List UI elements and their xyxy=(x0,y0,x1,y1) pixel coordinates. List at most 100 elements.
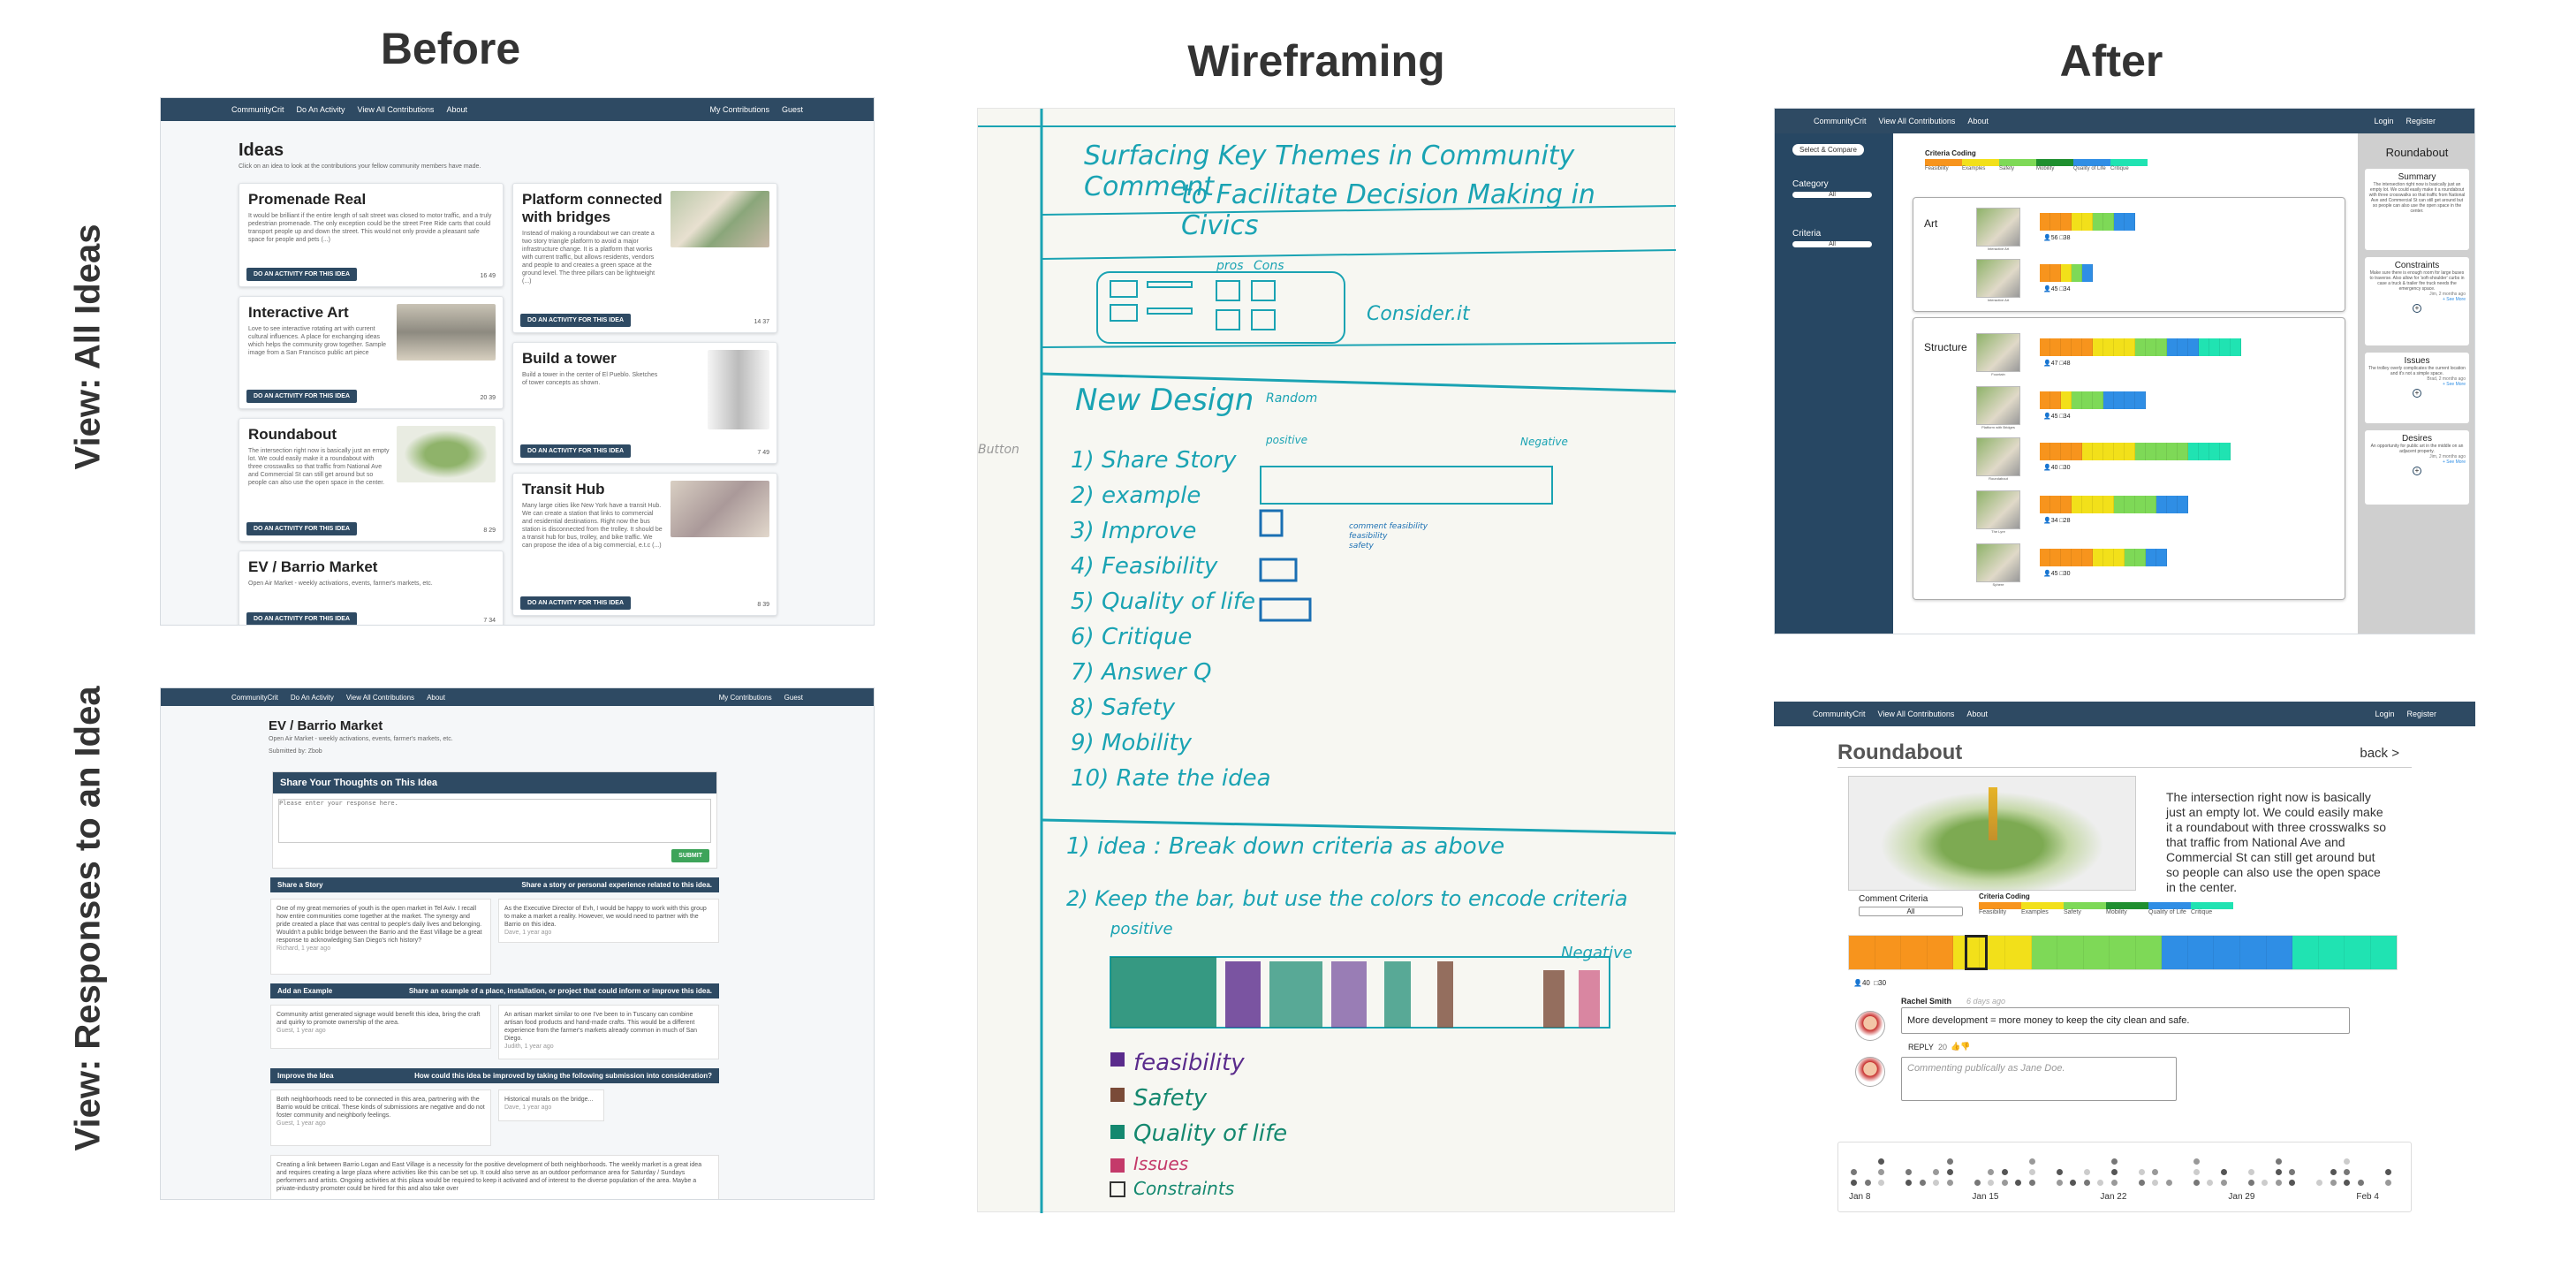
criteria-segment[interactable] xyxy=(2005,936,2032,969)
timeline-dot[interactable] xyxy=(1878,1158,1884,1165)
nav-do-activity[interactable]: Do An Activity xyxy=(290,693,334,702)
add-icon[interactable]: + xyxy=(2413,467,2421,475)
back-link[interactable]: back > xyxy=(2360,746,2399,761)
timeline-dot[interactable] xyxy=(2138,1169,2145,1175)
criteria-segment[interactable] xyxy=(2135,936,2163,969)
thumbs-icon[interactable]: 👍👎 xyxy=(1951,1042,1971,1051)
criteria-segment[interactable] xyxy=(2057,936,2084,969)
idea-card[interactable]: Interactive Art Love to see interactive … xyxy=(239,296,504,409)
timeline-dot[interactable] xyxy=(2344,1180,2350,1186)
criteria-bar[interactable] xyxy=(2040,213,2135,231)
criteria-segment[interactable] xyxy=(1979,936,2006,969)
activity-button[interactable]: DO AN ACTIVITY FOR THIS IDEA xyxy=(246,612,358,625)
timeline-dot[interactable] xyxy=(2193,1169,2200,1175)
activity-button[interactable]: DO AN ACTIVITY FOR THIS IDEA xyxy=(520,596,632,610)
idea-card[interactable]: Build a tower Build a tower in the cente… xyxy=(512,342,777,464)
timeline-dot[interactable] xyxy=(1946,1180,1953,1186)
nav-login[interactable]: Login xyxy=(2375,710,2395,718)
timeline-dot[interactable] xyxy=(1988,1180,1994,1186)
criteria-segment[interactable] xyxy=(2083,936,2110,969)
timeline-dot[interactable] xyxy=(2056,1180,2063,1186)
brand-link[interactable]: CommunityCrit xyxy=(231,105,284,114)
timeline-dot[interactable] xyxy=(2247,1180,2254,1186)
timeline-dot[interactable] xyxy=(2056,1169,2063,1175)
timeline-dot[interactable] xyxy=(1878,1180,1884,1186)
nav-view-all[interactable]: View All Contributions xyxy=(1878,117,1956,125)
timeline-dot[interactable] xyxy=(2152,1169,2158,1175)
timeline-dot[interactable] xyxy=(2262,1180,2268,1186)
brand-link[interactable]: CommunityCrit xyxy=(1813,710,1866,718)
idea-thumbnail[interactable] xyxy=(1976,208,2020,247)
timeline-dot[interactable] xyxy=(2138,1180,2145,1186)
nav-view-all[interactable]: View All Contributions xyxy=(1877,710,1955,718)
timeline-dot[interactable] xyxy=(2289,1169,2295,1175)
idea-thumbnail[interactable] xyxy=(1976,386,2020,425)
idea-thumbnail[interactable] xyxy=(1976,490,2020,529)
timeline-dot[interactable] xyxy=(2384,1180,2391,1186)
criteria-segment[interactable] xyxy=(2239,936,2267,969)
comment-input[interactable]: Commenting publically as Jane Doe. xyxy=(1901,1057,2177,1101)
timeline-dot[interactable] xyxy=(2193,1180,2200,1186)
timeline-dot[interactable] xyxy=(1933,1180,1939,1186)
timeline-dot[interactable] xyxy=(2344,1158,2350,1165)
nav-my-contributions[interactable]: My Contributions xyxy=(718,693,772,702)
timeline-dot[interactable] xyxy=(2384,1169,2391,1175)
selected-segment[interactable] xyxy=(1965,935,1988,970)
timeline-dot[interactable] xyxy=(1905,1180,1912,1186)
activity-button[interactable]: DO AN ACTIVITY FOR THIS IDEA xyxy=(520,314,632,327)
timeline-dot[interactable] xyxy=(2275,1180,2282,1186)
criteria-bar[interactable] xyxy=(2040,391,2146,409)
idea-card[interactable]: EV / Barrio Market Open Air Market - wee… xyxy=(239,550,504,625)
activity-button[interactable]: DO AN ACTIVITY FOR THIS IDEA xyxy=(520,444,632,458)
idea-card[interactable]: Roundabout The intersection right now is… xyxy=(239,418,504,542)
timeline-dot[interactable] xyxy=(2001,1180,2008,1186)
nav-guest[interactable]: Guest xyxy=(784,693,803,702)
criteria-segment[interactable] xyxy=(2214,936,2240,969)
criteria-bar[interactable] xyxy=(2040,549,2167,566)
timeline-dot[interactable] xyxy=(1988,1169,1994,1175)
criteria-segment[interactable] xyxy=(2110,936,2136,969)
timeline-dot[interactable] xyxy=(2015,1180,2021,1186)
timeline-dot[interactable] xyxy=(2344,1169,2350,1175)
criteria-bar[interactable] xyxy=(2040,338,2241,356)
idea-card[interactable]: Transit Hub Many large cities like New Y… xyxy=(512,473,777,616)
criteria-bar[interactable] xyxy=(2040,496,2188,513)
nav-register[interactable]: Register xyxy=(2406,117,2436,125)
criteria-segment[interactable] xyxy=(2266,936,2293,969)
timeline-dot[interactable] xyxy=(1851,1169,1857,1175)
criteria-bar[interactable] xyxy=(1848,935,2398,970)
nav-view-all[interactable]: View All Contributions xyxy=(357,105,435,114)
timeline-dot[interactable] xyxy=(2028,1169,2035,1175)
activity-button[interactable]: DO AN ACTIVITY FOR THIS IDEA xyxy=(246,390,358,403)
criteria-segment[interactable] xyxy=(1875,936,1902,969)
idea-card[interactable]: Platform connected with bridges Instead … xyxy=(512,183,777,333)
timeline-dot[interactable] xyxy=(2330,1180,2337,1186)
timeline-dot[interactable] xyxy=(2247,1169,2254,1175)
criteria-segment[interactable] xyxy=(1849,936,1875,969)
nav-guest[interactable]: Guest xyxy=(781,105,803,114)
activity-button[interactable]: DO AN ACTIVITY FOR THIS IDEA xyxy=(246,268,358,281)
category-select[interactable]: All xyxy=(1792,192,1872,198)
timeline-dot[interactable] xyxy=(2220,1180,2227,1186)
criteria-bar[interactable] xyxy=(2040,264,2093,282)
nav-about[interactable]: About xyxy=(1967,117,1989,125)
brand-link[interactable]: CommunityCrit xyxy=(231,693,278,702)
criteria-segment[interactable] xyxy=(2292,936,2319,969)
add-icon[interactable]: + xyxy=(2413,304,2421,313)
criteria-segment[interactable] xyxy=(2318,936,2345,969)
timeline-dot[interactable] xyxy=(1933,1169,1939,1175)
comment-criteria-select[interactable]: All xyxy=(1859,907,1963,916)
nav-about[interactable]: About xyxy=(446,105,467,114)
timeline-dot[interactable] xyxy=(1974,1180,1981,1186)
timeline-dot[interactable] xyxy=(2083,1180,2090,1186)
timeline-dot[interactable] xyxy=(2330,1169,2337,1175)
reply-button[interactable]: REPLY xyxy=(1908,1043,1934,1051)
response-textarea[interactable] xyxy=(278,799,711,843)
timeline-dot[interactable] xyxy=(2001,1169,2008,1175)
criteria-bar[interactable] xyxy=(2040,443,2231,460)
criteria-segment[interactable] xyxy=(2345,936,2371,969)
timeline-dot[interactable] xyxy=(2357,1180,2364,1186)
brand-link[interactable]: CommunityCrit xyxy=(1814,117,1867,125)
timeline-dot[interactable] xyxy=(2028,1180,2035,1186)
criteria-segment[interactable] xyxy=(2162,936,2188,969)
